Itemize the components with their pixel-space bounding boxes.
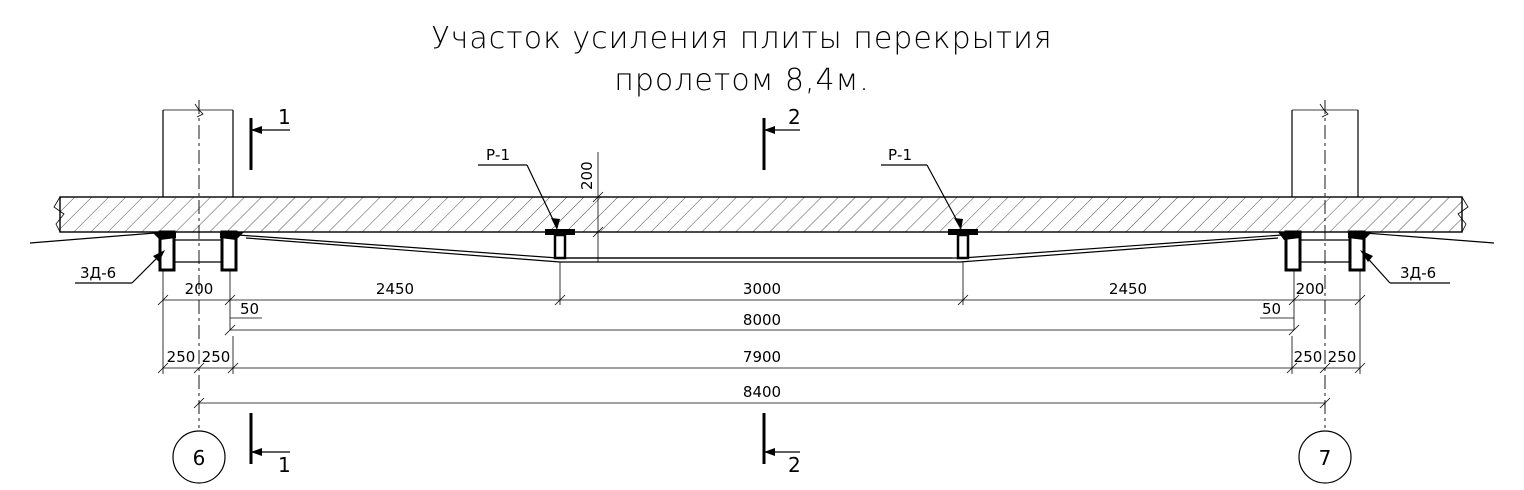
support-bracket-left: [152, 230, 244, 272]
section-mark-2-top: [762, 118, 800, 170]
dim-200-left: 200: [185, 280, 214, 298]
rib-right: [948, 229, 978, 260]
dim-7900: 7900: [743, 348, 781, 366]
title-line-2: пролетом 8,4м.: [614, 63, 870, 98]
leader-detail-left: [75, 250, 165, 284]
section-mark-1-bottom: [249, 413, 290, 464]
dim-250-b: 250: [202, 348, 231, 366]
rib-left: [545, 229, 575, 260]
leader-rib-right: [881, 164, 963, 230]
axis-7-label: 7: [1319, 446, 1332, 470]
section-1-top-label: 1: [278, 105, 291, 129]
section-2-top-label: 2: [788, 105, 801, 129]
offset-left-label: 50: [240, 300, 259, 318]
dim-3000: 3000: [743, 280, 781, 298]
floor-slab: [53, 196, 1469, 233]
detail-left-label: 3Д-6: [80, 264, 116, 282]
axis-bubble-6: [172, 430, 226, 484]
offset-right-label: 50: [1262, 300, 1281, 318]
section-2-bottom-label: 2: [788, 453, 801, 477]
dim-8400: 8400: [743, 383, 781, 401]
axis-bubble-7: [1298, 430, 1352, 484]
dim-row-1: [157, 262, 1366, 330]
detail-right-label: 3Д-6: [1400, 264, 1436, 282]
leader-detail-right: [1360, 250, 1450, 284]
reinforcement-tie: [29, 232, 1495, 263]
dim-250-a: 250: [167, 348, 196, 366]
title-line-1: Участок усиления плиты перекрытия: [431, 21, 1052, 56]
dim-2450-right: 2450: [1109, 280, 1147, 298]
slab-thickness-label: 200: [578, 161, 596, 190]
left-column: [162, 103, 234, 197]
section-1-bottom-label: 1: [278, 453, 291, 477]
dim-row-3: [157, 320, 1366, 374]
dim-row-4: [193, 397, 1331, 409]
leader-rib-left: [478, 164, 560, 230]
support-bracket-right: [1278, 230, 1372, 272]
dim-200-right: 200: [1296, 280, 1325, 298]
dim-8000: 8000: [743, 311, 781, 329]
section-mark-2-bottom: [762, 413, 800, 464]
axis-6-label: 6: [193, 446, 206, 470]
dim-2450-left: 2450: [376, 280, 414, 298]
dim-250-c: 250: [1294, 348, 1323, 366]
slab-thickness-dim: [592, 152, 604, 262]
dim-row-2: [224, 324, 1300, 336]
section-mark-1-top: [249, 118, 290, 170]
dim-250-d: 250: [1328, 348, 1357, 366]
rib-left-label: Р-1: [486, 146, 510, 164]
rib-right-label: Р-1: [888, 146, 912, 164]
